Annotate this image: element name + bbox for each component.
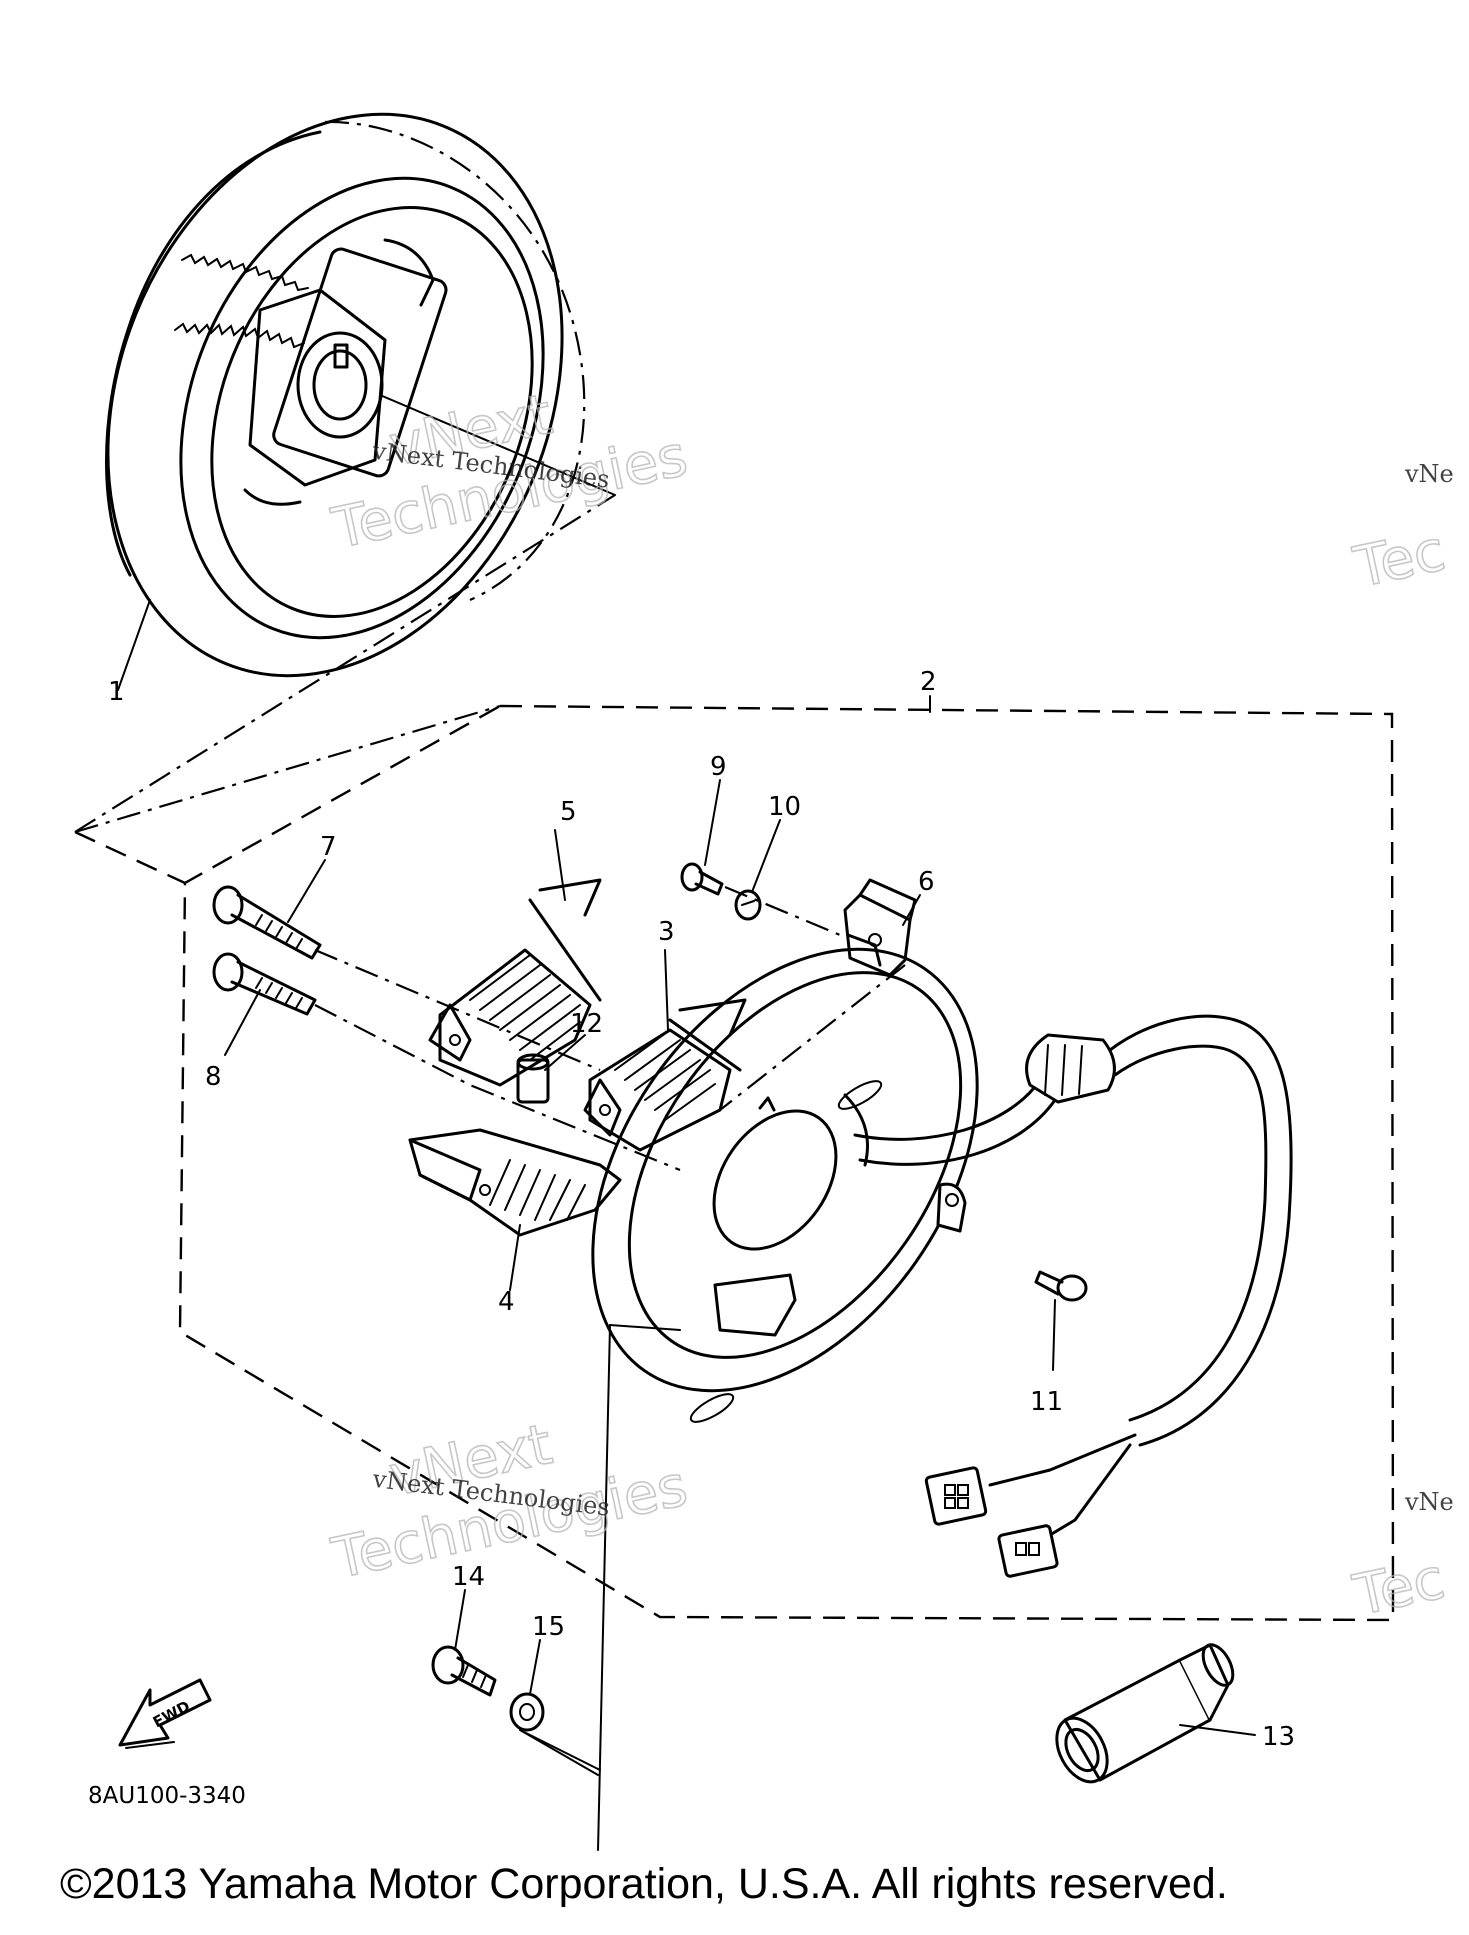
leader-9 bbox=[704, 779, 721, 866]
callout-5: 5 bbox=[560, 797, 577, 827]
watermark-edge-upper-small: vNe bbox=[1404, 460, 1454, 488]
leader-7 bbox=[287, 859, 326, 923]
leader-15 bbox=[529, 1639, 541, 1695]
wire-harness bbox=[853, 1014, 1293, 1578]
callout-13: 13 bbox=[1262, 1722, 1295, 1752]
copyright-notice: ©2013 Yamaha Motor Corporation, U.S.A. A… bbox=[60, 1860, 1228, 1908]
callout-3: 3 bbox=[658, 917, 675, 947]
watermark-edge-lower-big: Tec bbox=[1348, 1546, 1450, 1628]
stator-assembly-outline bbox=[74, 494, 1395, 1622]
screw-7 bbox=[212, 885, 322, 960]
leader-14 bbox=[454, 1589, 466, 1651]
fwd-arrow-icon: FWD bbox=[118, 1678, 212, 1749]
callout-1: 1 bbox=[108, 677, 125, 707]
callout-14: 14 bbox=[452, 1562, 485, 1592]
leader-13 bbox=[1179, 1724, 1256, 1736]
leader-12 bbox=[544, 1034, 586, 1071]
screw-11 bbox=[1034, 1270, 1088, 1302]
callout-8: 8 bbox=[205, 1062, 222, 1092]
diagram-code: 8AU100-3340 bbox=[88, 1783, 246, 1809]
puller-tool-13 bbox=[1055, 1643, 1235, 1784]
leader-11 bbox=[1052, 1299, 1056, 1371]
watermark-lower: vNext Technologies vNext Technologies bbox=[326, 1411, 694, 1593]
leader-1 bbox=[117, 599, 151, 691]
watermark-edge-upper: vNe Tec bbox=[1347, 460, 1454, 602]
washer-15 bbox=[509, 1692, 545, 1732]
collar-12 bbox=[516, 1053, 550, 1104]
callout-11: 11 bbox=[1030, 1387, 1063, 1417]
pulser-coil-4 bbox=[408, 1128, 622, 1237]
washer-10 bbox=[734, 889, 762, 921]
flywheel-rotor bbox=[104, 112, 616, 678]
callout-10: 10 bbox=[768, 792, 801, 822]
callout-7: 7 bbox=[320, 832, 337, 862]
screw-9 bbox=[680, 862, 724, 896]
source-coil-5 bbox=[428, 878, 602, 1087]
screw-14 bbox=[431, 1645, 497, 1697]
callout-9: 9 bbox=[710, 752, 727, 782]
stator-base-plate bbox=[591, 947, 979, 1423]
screw-8 bbox=[212, 952, 317, 1016]
lighting-coil-3 bbox=[583, 998, 747, 1152]
watermark-upper: vNext Technologies vNext Technologies bbox=[326, 381, 694, 563]
callout-12: 12 bbox=[570, 1009, 603, 1039]
callout-15: 15 bbox=[532, 1612, 565, 1642]
callout-2: 2 bbox=[920, 667, 937, 697]
leader-6 bbox=[902, 894, 921, 926]
leader-10 bbox=[751, 819, 781, 893]
leader-3 bbox=[664, 949, 669, 1031]
watermark-edge-lower-small: vNe bbox=[1404, 1488, 1454, 1516]
leader-4 bbox=[509, 1224, 521, 1291]
leader-5 bbox=[554, 829, 566, 901]
callout-4: 4 bbox=[498, 1287, 515, 1317]
callout-6: 6 bbox=[918, 867, 935, 897]
leader-8 bbox=[224, 989, 261, 1056]
clamp-6 bbox=[843, 878, 917, 977]
watermark-edge-lower: vNe Tec bbox=[1347, 1488, 1454, 1630]
watermark-edge-upper-big: Tec bbox=[1348, 518, 1450, 600]
